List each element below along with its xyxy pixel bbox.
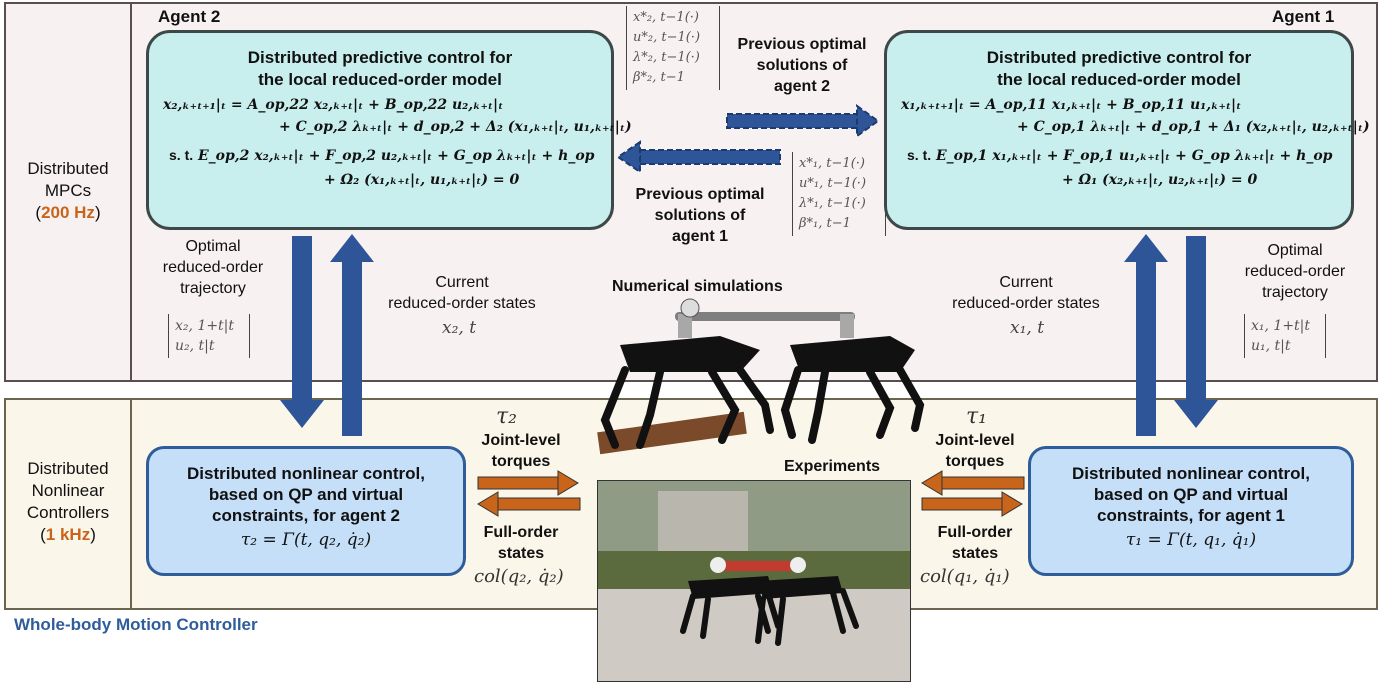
controller-layer-label: Distributed Nonlinear Controllers (1 kHz… <box>6 458 130 546</box>
state-arrow-agent2 <box>477 491 581 517</box>
rate-line: (200 Hz) <box>35 203 101 222</box>
agent1-solution-vector: x*₁, t−1(·)u*₁, t−1(·)λ*₁, t−1(·)β*₁, t−… <box>792 152 886 236</box>
nlc-title: Distributed nonlinear control,based on Q… <box>1071 464 1310 525</box>
mpc-layer-label: Distributed MPCs (200 Hz) <box>6 158 130 224</box>
experiment-photo <box>597 480 911 682</box>
panel-divider <box>130 2 132 382</box>
full-state-symbol-agent2: col(q₂, q̇₂) <box>474 566 564 587</box>
mpc-constraint-eq: s. t. E_op,2 x₂,ₖ₊ₜ|ₜ + F_op,2 u₂,ₖ₊ₜ|ₜ … <box>169 147 595 164</box>
experiment-robots-drawing <box>598 481 910 681</box>
nlc-rate: 1 kHz <box>45 525 91 544</box>
mpc-constraint-eq-cont: + Ω₁ (x₂,ₖ₊ₜ|ₜ, u₂,ₖ₊ₜ|ₜ) = 0 <box>1062 172 1258 188</box>
mpc-rate: 200 Hz <box>41 203 95 222</box>
mpc-title: Distributed predictive control for the l… <box>247 48 513 89</box>
mpc-constraint-eq-cont: + Ω₂ (x₁,ₖ₊ₜ|ₜ, u₁,ₖ₊ₜ|ₜ) = 0 <box>324 172 520 188</box>
arrow-up-agent2 <box>330 234 374 436</box>
dashed-arrow-left <box>616 140 781 174</box>
agent1-nonlinear-controller-box: Distributed nonlinear control,based on Q… <box>1028 446 1354 576</box>
torque-symbol-agent2: τ₂ <box>496 404 517 429</box>
arrow-up-agent1 <box>1124 234 1168 436</box>
rate-line: (1 kHz) <box>40 525 96 544</box>
label-line: Distributed <box>27 159 109 178</box>
nlc-control-law: τ₁ = Γ(t, q₁, q̇₁) <box>1125 530 1257 550</box>
experiments-label: Experiments <box>784 458 881 475</box>
current-state-symbol-agent2: x₂, t <box>442 318 477 338</box>
mpc-dynamics-eq-cont: + C_op,1 λₖ₊ₜ|ₜ + d_op,1 + Δ₁ (x₂,ₖ₊ₜ|ₜ,… <box>1017 119 1370 135</box>
mpc-dynamics-eq-cont: + C_op,2 λₖ₊ₜ|ₜ + d_op,2 + Δ₂ (x₁,ₖ₊ₜ|ₜ,… <box>279 119 632 135</box>
full-state-symbol-agent1: col(q₁, q̇₁) <box>920 566 1010 587</box>
torque-arrow-agent2 <box>477 470 579 496</box>
simulation-label: Numerical simulations <box>612 278 783 295</box>
agent2-nonlinear-controller-box: Distributed nonlinear control,based on Q… <box>146 446 466 576</box>
mpc-dynamics-eq: x₁,ₖ₊ₜ₊₁|ₜ = A_op,11 x₁,ₖ₊ₜ|ₜ + B_op,11 … <box>901 97 1242 113</box>
agent2-label: Agent 2 <box>158 7 221 26</box>
dashed-arrow-right <box>726 104 880 138</box>
nlc-control-law: τ₂ = Γ(t, q₂, q̇₂) <box>240 530 372 550</box>
state-arrow-agent1 <box>921 491 1023 517</box>
agent2-solution-vector: x*₂, t−1(·)u*₂, t−1(·)λ*₂, t−1(·)β*₂, t−… <box>626 6 720 90</box>
whole-body-controller-label: Whole-body Motion Controller <box>14 615 258 634</box>
agent1-label: Agent 1 <box>1272 7 1335 26</box>
arrow-down-agent2 <box>280 236 324 428</box>
current-state-symbol-agent1: x₁, t <box>1010 318 1045 338</box>
agent1-mpc-box: Distributed predictive control for the l… <box>884 30 1370 230</box>
nlc-title: Distributed nonlinear control,based on Q… <box>186 464 425 525</box>
mpc-title: Distributed predictive control for the l… <box>986 48 1252 89</box>
torque-arrow-agent1 <box>921 470 1025 496</box>
torque-symbol-agent1: τ₁ <box>966 404 987 429</box>
label-line: MPCs <box>44 181 92 200</box>
label-line: Nonlinear <box>31 481 105 500</box>
label-line: Controllers <box>26 503 110 522</box>
arrow-down-agent1 <box>1174 236 1218 428</box>
simulation-robots-illustration <box>597 298 925 455</box>
panel-divider <box>130 398 132 610</box>
mpc-dynamics-eq: x₂,ₖ₊ₜ₊₁|ₜ = A_op,22 x₂,ₖ₊ₜ|ₜ + B_op,22 … <box>163 97 504 113</box>
label-line: Distributed <box>27 459 109 478</box>
mpc-constraint-eq: s. t. E_op,1 x₁,ₖ₊ₜ|ₜ + F_op,1 u₁,ₖ₊ₜ|ₜ … <box>907 147 1333 164</box>
agent2-mpc-box: Distributed predictive control for the l… <box>146 30 632 230</box>
